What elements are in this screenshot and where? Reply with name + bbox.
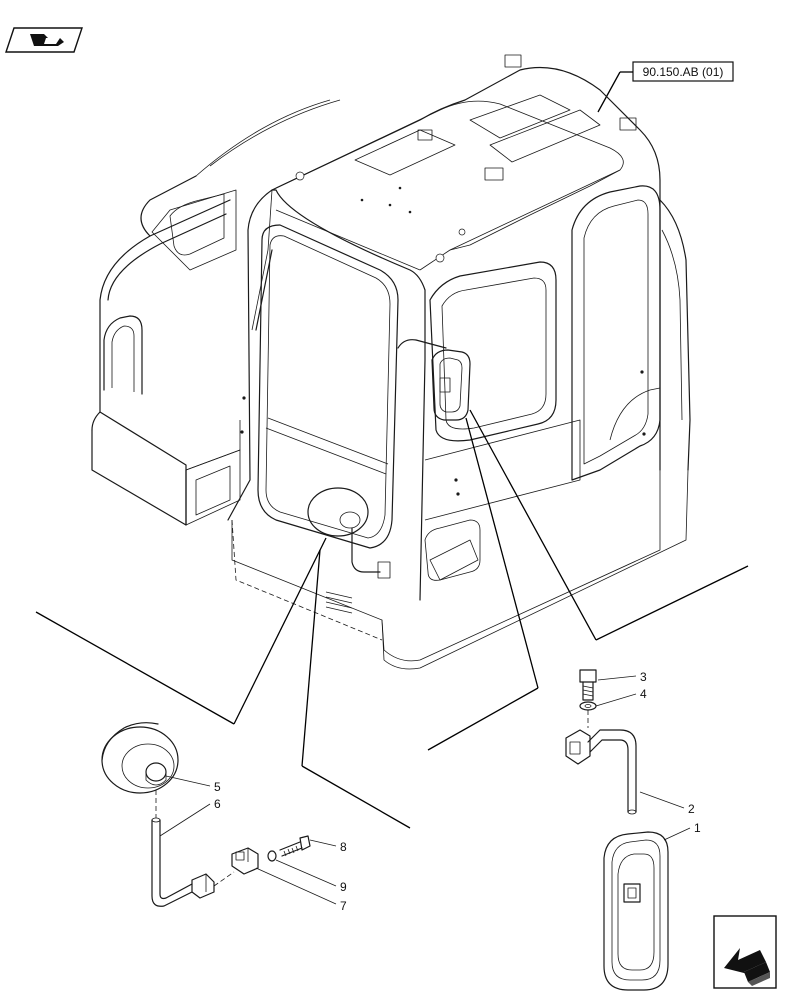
callout-8: 8: [340, 840, 347, 854]
callout-6: 6: [214, 797, 221, 811]
callout-5: 5: [214, 780, 221, 794]
callout-9: 9: [340, 880, 347, 894]
reference-label-text: 90.150.AB (01): [643, 65, 724, 79]
right-callout-leaders: [595, 675, 691, 841]
right-mirror-detail[interactable]: [565, 669, 669, 991]
vent-grille: [325, 591, 353, 614]
cab-assembly: [91, 54, 691, 670]
callout-1: 1: [694, 821, 701, 835]
book-arrow-icon[interactable]: [5, 27, 83, 53]
left-callout-leaders: [159, 775, 337, 905]
callout-numbers: 1 2 3 4 5 6 7 8 9: [214, 670, 701, 913]
callout-4: 4: [640, 687, 647, 701]
callout-2: 2: [688, 802, 695, 816]
direction-arrow-icon[interactable]: [713, 915, 777, 989]
left-mirror-detail[interactable]: [101, 722, 311, 907]
reference-label[interactable]: 90.150.AB (01): [632, 61, 734, 82]
callout-7: 7: [340, 899, 347, 913]
leader-lines: [35, 409, 749, 829]
callout-3: 3: [640, 670, 647, 684]
